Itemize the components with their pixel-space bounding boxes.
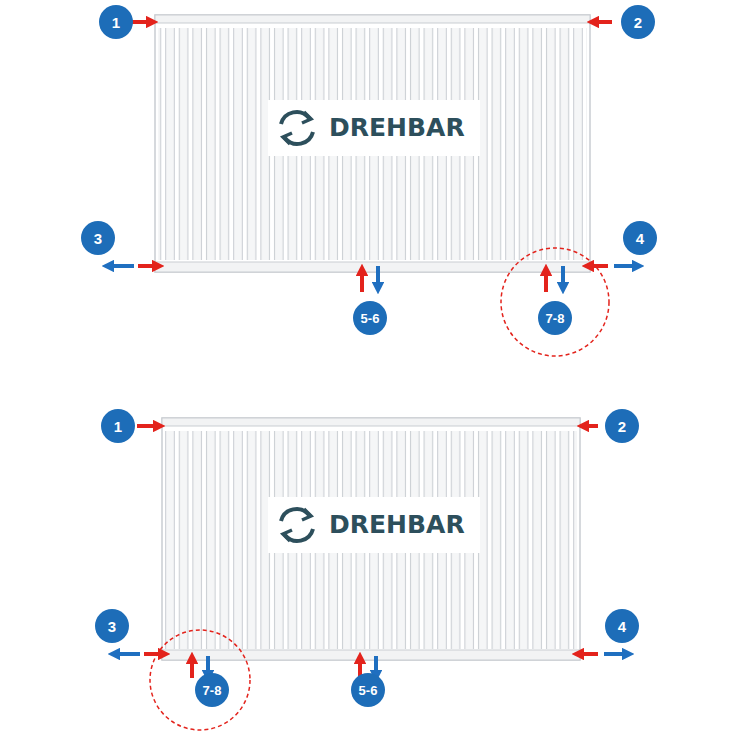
callout-number: 3 (94, 230, 102, 247)
callout-number: 1 (114, 418, 122, 435)
callout-fill (101, 409, 135, 443)
brand-label: DREHBAR (325, 112, 469, 144)
callout-fill (538, 301, 572, 335)
callout-circle: 2 (621, 5, 655, 39)
callout-fill (623, 221, 657, 255)
callout-number: 4 (636, 230, 644, 247)
radiator-panel: DREHBAR (155, 15, 590, 272)
callout-circle: 5-6 (351, 673, 385, 707)
callout-circle: 7-8 (195, 673, 229, 707)
callout-number: 4 (618, 618, 626, 635)
callout-circle: 2 (605, 409, 639, 443)
callout-fill (81, 221, 115, 255)
callout-number: 2 (618, 418, 626, 435)
highlight-circle (150, 630, 250, 730)
callout-fill (351, 673, 385, 707)
callout-circle: 5-6 (353, 301, 387, 335)
callout-number: 2 (634, 14, 642, 31)
callout-fill (99, 5, 133, 39)
callout-circle: 7-8 (538, 301, 572, 335)
callout-number: 7-8 (203, 683, 222, 698)
callout-fill (95, 609, 129, 643)
radiator-bottom (162, 418, 580, 660)
callout-fill (605, 609, 639, 643)
flow-arrows-bottom (114, 426, 628, 678)
highlight-circle (501, 248, 609, 356)
radiator-top (155, 15, 590, 272)
radiator-panel: DREHBAR (162, 418, 580, 660)
callout-circle: 3 (81, 221, 115, 255)
callout-number: 7-8 (546, 311, 565, 326)
callout-fill (605, 409, 639, 443)
brand-label: DREHBAR (325, 509, 469, 541)
flow-arrows-top (108, 22, 638, 292)
callout-fill (621, 5, 655, 39)
callout-number: 5-6 (359, 683, 378, 698)
callout-number: 1 (112, 14, 120, 31)
callout-circle: 1 (99, 5, 133, 39)
callout-circle: 1 (101, 409, 135, 443)
callout-circle: 4 (623, 221, 657, 255)
callout-fill (195, 673, 229, 707)
callout-fill (353, 301, 387, 335)
callout-circle: 4 (605, 609, 639, 643)
callout-circle: 3 (95, 609, 129, 643)
callout-number: 3 (108, 618, 116, 635)
callout-number: 5-6 (361, 311, 380, 326)
